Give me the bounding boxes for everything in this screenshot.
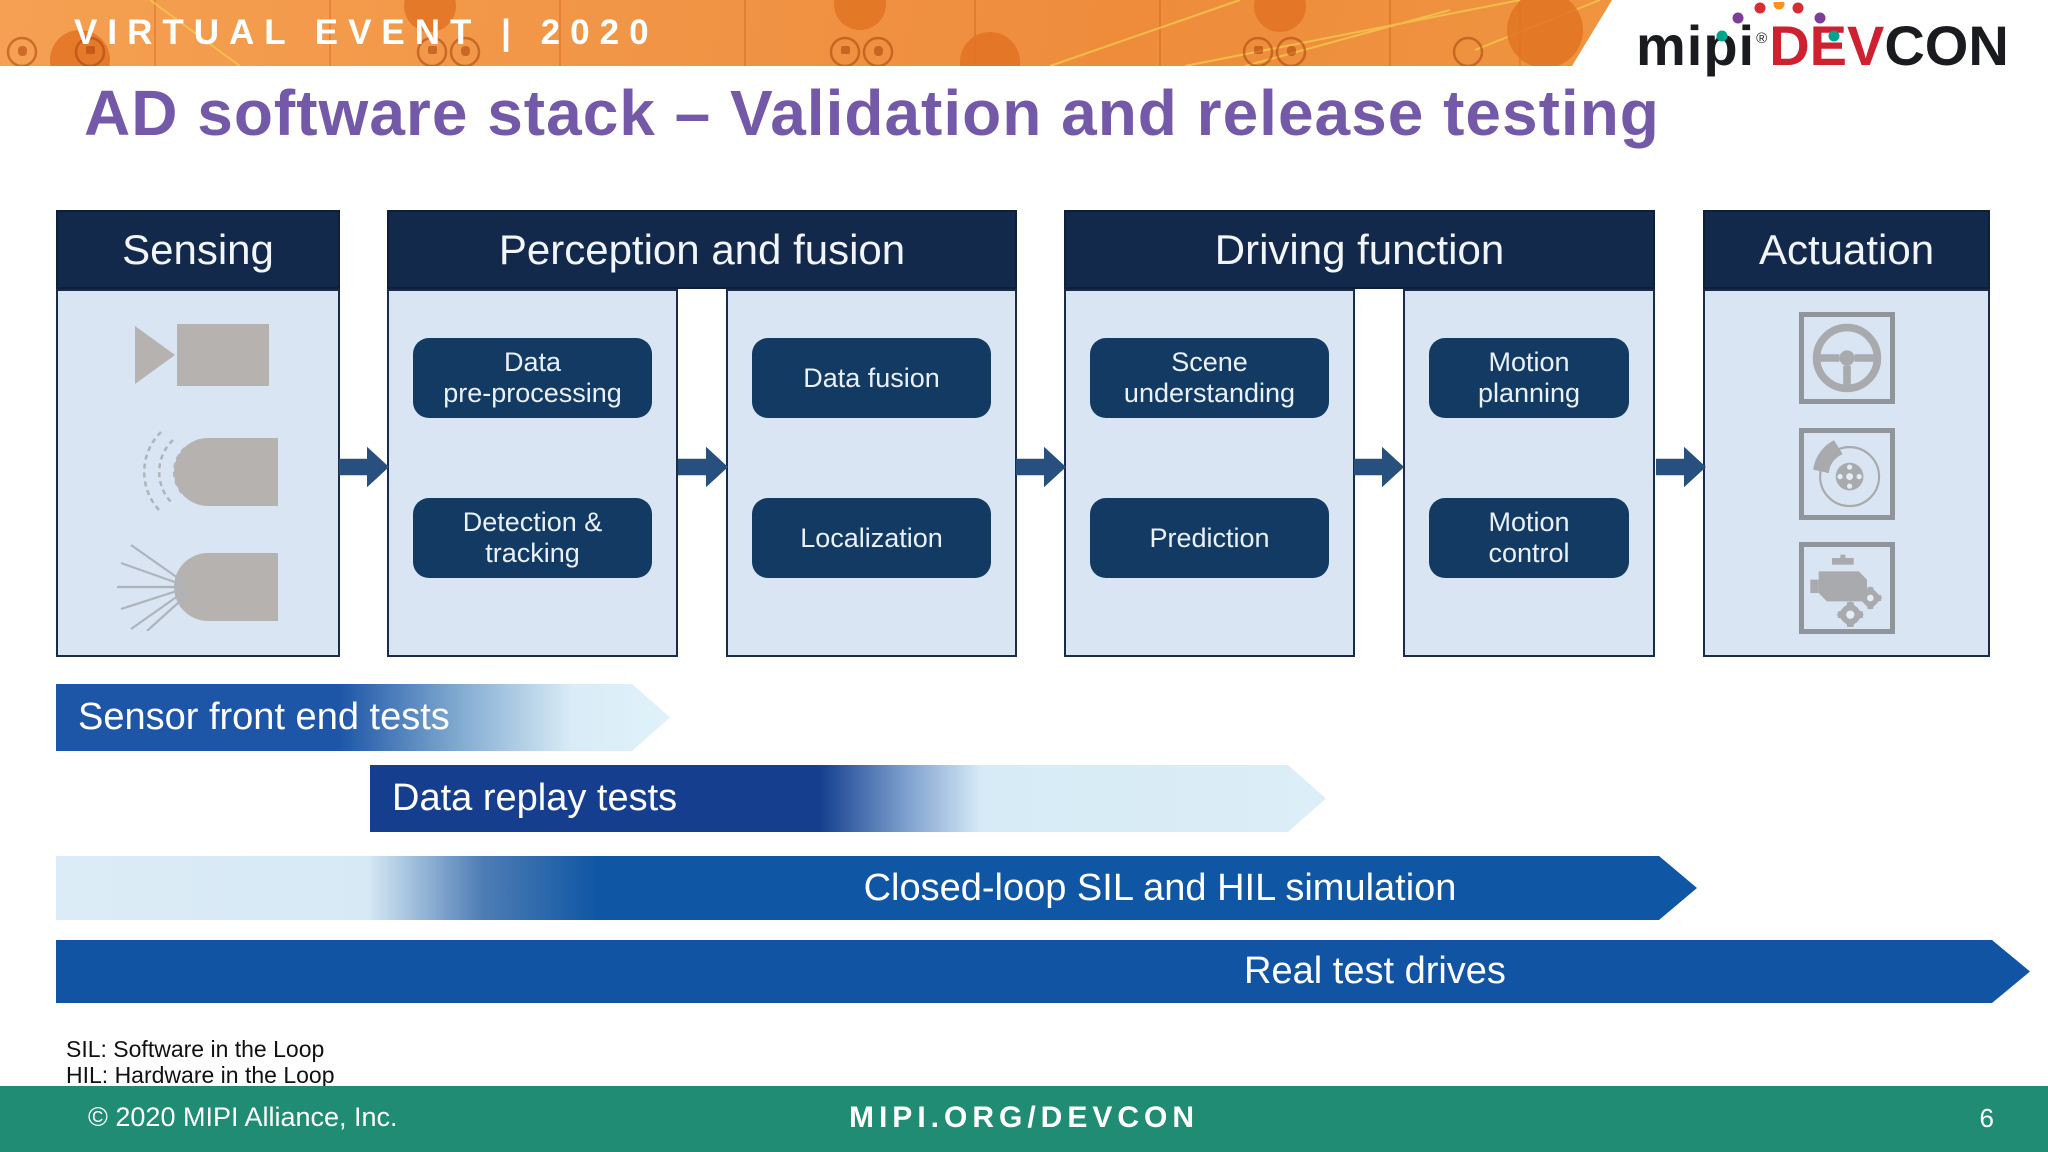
actuation-panel xyxy=(1703,289,1990,657)
banner-decoration xyxy=(6,0,1601,66)
event-banner-text: VIRTUAL EVENT | 2020 xyxy=(74,13,659,52)
pipeline-box-detection-tracking: Detection & tracking xyxy=(413,498,652,578)
footer-copyright: © 2020 MIPI Alliance, Inc. xyxy=(88,1102,398,1132)
test-bar-closed-loop-simulation: Closed-loop SIL and HIL simulation xyxy=(56,856,1697,920)
slide-title: AD software stack – Validation and relea… xyxy=(84,77,1660,149)
perception-panel: Data pre-processing Detection & tracking xyxy=(387,289,678,657)
pipeline-box-data-pre-processing: Data pre-processing xyxy=(413,338,652,418)
video-camera-icon xyxy=(135,324,269,386)
event-banner: VIRTUAL EVENT | 2020 xyxy=(0,0,1612,66)
abbreviation-notes: SIL: Software in the Loop HIL: Hardware … xyxy=(66,1036,335,1088)
pipeline-header-driving-function: Driving function xyxy=(1064,210,1655,289)
steering-wheel-frame xyxy=(1798,312,1895,404)
fusion-panel: Data fusion Localization xyxy=(726,289,1017,657)
steering-wheel-icon xyxy=(1812,323,1881,393)
test-bar-label: Closed-loop SIL and HIL simulation xyxy=(863,866,1457,909)
logo-mipi-text: mipi xyxy=(1636,14,1756,77)
test-bar-label: Real test drives xyxy=(1244,950,1506,992)
logo-dev-text: DEV xyxy=(1769,14,1885,77)
pipeline-box-data-fusion: Data fusion xyxy=(752,338,991,418)
pipeline-header-actuation: Actuation xyxy=(1703,210,1990,289)
pipeline-box-localization: Localization xyxy=(752,498,991,578)
sensing-panel xyxy=(56,289,340,657)
pipeline-box-scene-understanding: Scene understanding xyxy=(1090,338,1329,418)
test-bar-label: Data replay tests xyxy=(392,777,678,819)
logo-con-text: CON xyxy=(1884,14,2009,77)
brake-disc-frame xyxy=(1798,428,1895,520)
footer-bar: © 2020 MIPI Alliance, Inc. MIPI.ORG/DEVC… xyxy=(0,1086,2048,1152)
footer-site-text: MIPI.ORG/DEVCON xyxy=(848,1101,1200,1134)
test-bar-real-test-drives: Real test drives xyxy=(56,940,2030,1003)
flow-arrow-scene-to-motion-icon xyxy=(1354,446,1404,488)
test-bar-data-replay: Data replay tests xyxy=(370,765,1326,832)
logo-registered-mark: ® xyxy=(1756,30,1768,47)
flow-arrow-sensing-to-perception-icon xyxy=(339,446,389,488)
test-bar-label: Sensor front end tests xyxy=(78,696,450,738)
engine-frame xyxy=(1798,542,1895,634)
flow-arrow-fusion-to-driving-icon xyxy=(1016,446,1066,488)
pipeline-box-prediction: Prediction xyxy=(1090,498,1329,578)
radar-sensor-icon xyxy=(143,431,278,513)
driving-scene-panel: Scene understanding Prediction xyxy=(1064,289,1355,657)
pipeline-box-motion-planning: Motion planning xyxy=(1429,338,1629,418)
lidar-sensor-icon xyxy=(117,544,278,631)
flow-arrow-driving-to-actuation-icon xyxy=(1656,446,1706,488)
test-bar-sensor-front-end: Sensor front end tests xyxy=(56,684,670,751)
logo-dots-arc-icon xyxy=(1716,2,1840,42)
pipeline-header-perception-and-fusion: Perception and fusion xyxy=(387,210,1017,289)
brake-disc-icon xyxy=(1812,440,1880,508)
flow-arrow-perception-to-fusion-icon xyxy=(678,446,728,488)
page-number: 6 xyxy=(1979,1103,1994,1133)
engine-gears-icon xyxy=(1809,554,1882,627)
pipeline-box-motion-control: Motion control xyxy=(1429,498,1629,578)
driving-motion-panel: Motion planning Motion control xyxy=(1403,289,1655,657)
pipeline-header-sensing: Sensing xyxy=(56,210,340,289)
